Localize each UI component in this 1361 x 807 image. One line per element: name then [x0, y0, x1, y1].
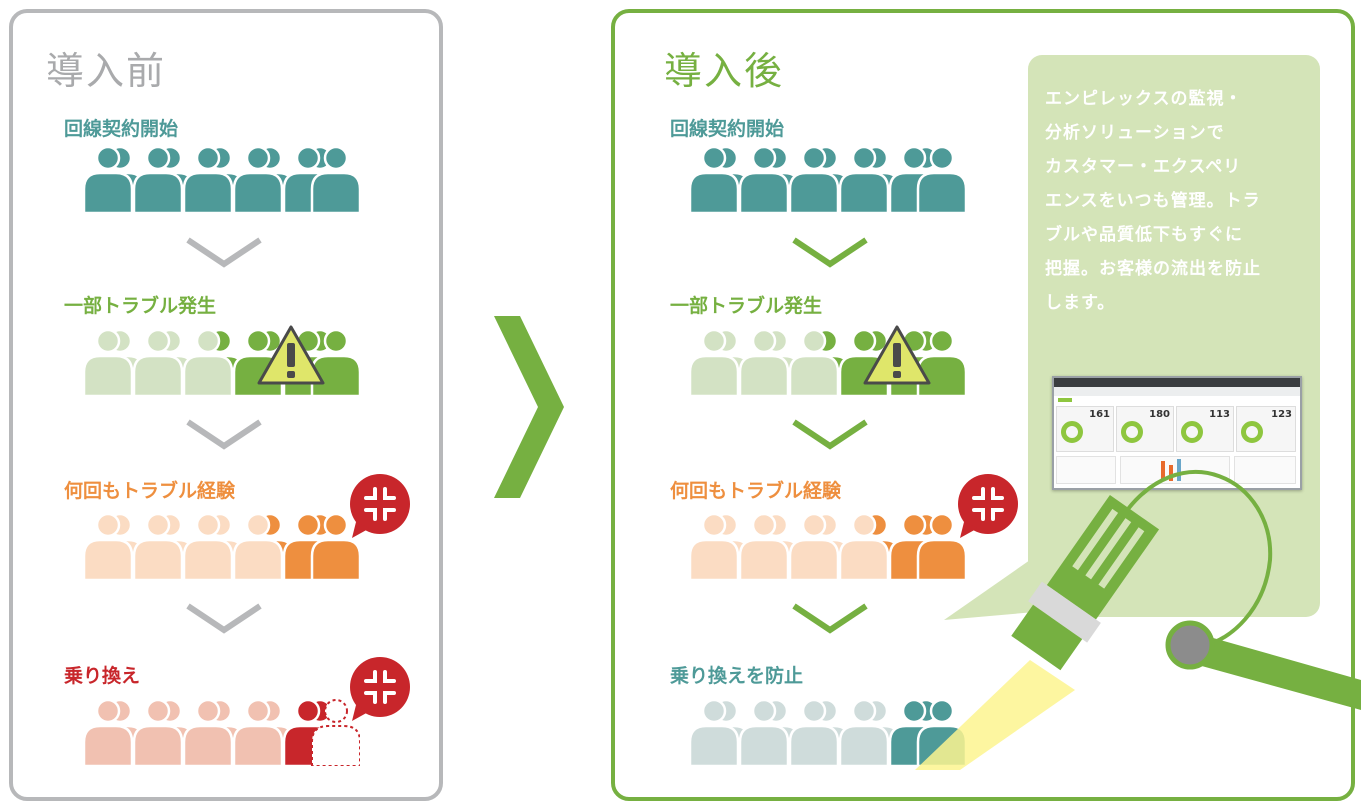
dashboard-card: 123 — [1236, 406, 1296, 452]
person-icon — [311, 699, 360, 766]
person-icon — [738, 698, 790, 766]
before-crowd-stage-1 — [84, 145, 360, 213]
callout-line: エンスをいつも管理。トラ — [1045, 191, 1261, 211]
before-anger-bubble-icon-1 — [350, 474, 410, 538]
person-icon — [84, 328, 134, 396]
callout-box — [1028, 55, 1320, 617]
after-stage-1-label: 回線契約開始 — [670, 118, 785, 140]
person-icon — [232, 698, 284, 766]
person-icon — [838, 698, 890, 766]
person-icon — [232, 145, 284, 213]
before-stage-1-label: 回線契約開始 — [64, 118, 179, 140]
after-panel — [611, 9, 1355, 801]
dashboard-toolbar — [1054, 387, 1300, 396]
callout-line: 分析ソリューションで — [1045, 123, 1225, 143]
person-icon — [182, 698, 234, 766]
before-stage-4-label: 乗り換え — [64, 665, 141, 687]
person-icon — [788, 512, 840, 580]
donut-icon — [1121, 421, 1143, 443]
after-chevron-down-icon-1 — [792, 237, 868, 268]
person-icon — [310, 145, 360, 213]
person-icon — [182, 145, 234, 213]
person-icon — [916, 512, 966, 580]
callout-line: エンピレックスの監視・ — [1045, 89, 1243, 109]
donut-icon — [1181, 421, 1203, 443]
before-heading: 導入前 — [46, 49, 167, 93]
person-icon — [788, 698, 840, 766]
callout-line: ブルや品質低下もすぐに — [1045, 225, 1243, 245]
after-chevron-down-icon-2 — [792, 419, 868, 450]
before-stage-2-label: 一部トラブル発生 — [64, 295, 217, 317]
dashboard-value: 113 — [1209, 409, 1230, 420]
donut-icon — [1241, 421, 1263, 443]
person-icon — [690, 698, 740, 766]
person-icon — [838, 512, 890, 580]
person-icon — [838, 145, 890, 213]
person-icon — [916, 328, 966, 396]
person-icon — [84, 512, 134, 580]
callout-tail — [944, 560, 1058, 620]
after-warning-icon — [863, 325, 931, 385]
person-icon — [132, 145, 184, 213]
after-anger-bubble-icon — [958, 474, 1018, 538]
person-icon — [310, 512, 360, 580]
after-heading: 導入後 — [664, 49, 785, 93]
person-icon — [84, 145, 134, 213]
before-chevron-down-icon-2 — [186, 419, 262, 450]
person-icon — [132, 328, 184, 396]
person-icon — [182, 328, 234, 396]
before-anger-bubble-icon-2 — [350, 657, 410, 721]
big-right-arrow-icon — [494, 316, 564, 498]
callout-line: 把握。お客様の流出を防止 — [1045, 259, 1261, 279]
after-stage-3-label: 何回もトラブル経験 — [670, 480, 842, 502]
dashboard-card: 180 — [1116, 406, 1174, 452]
callout-text: エンピレックスの監視・ 分析ソリューションで カスタマー・エクスペリ エンスをい… — [1045, 82, 1315, 320]
person-icon — [132, 512, 184, 580]
person-icon — [690, 145, 740, 213]
dashboard-value: 123 — [1271, 409, 1292, 420]
dashboard-titlebar — [1054, 378, 1300, 387]
person-icon — [132, 698, 184, 766]
dashboard-screenshot: 161 180 113 123 — [1052, 376, 1302, 490]
before-crowd-stage-4 — [84, 698, 360, 766]
after-chevron-down-icon-3 — [792, 603, 868, 634]
after-stage-2-label: 一部トラブル発生 — [670, 295, 823, 317]
after-crowd-stage-1 — [690, 145, 966, 213]
person-icon — [738, 328, 790, 396]
before-chevron-down-icon-1 — [186, 237, 262, 268]
person-icon — [182, 512, 234, 580]
donut-icon — [1061, 421, 1083, 443]
dashboard-table — [1056, 456, 1116, 484]
dashboard-card: 113 — [1176, 406, 1234, 452]
person-icon — [738, 145, 790, 213]
person-icon — [788, 145, 840, 213]
person-icon — [788, 328, 840, 396]
before-chevron-down-icon-3 — [186, 603, 262, 634]
callout-line: します。 — [1045, 293, 1116, 313]
person-icon — [738, 512, 790, 580]
person-icon — [916, 145, 966, 213]
person-icon — [232, 328, 284, 396]
before-stage-3-label: 何回もトラブル経験 — [64, 480, 236, 502]
before-warning-icon — [257, 325, 325, 385]
after-stage-4-label: 乗り換えを防止 — [670, 665, 804, 687]
person-icon — [690, 328, 740, 396]
person-icon — [232, 512, 284, 580]
person-icon — [84, 698, 134, 766]
dashboard-table — [1234, 456, 1296, 484]
dashboard-bar-chart — [1120, 456, 1230, 484]
dashboard-value: 161 — [1089, 409, 1110, 420]
after-crowd-stage-3 — [690, 512, 966, 580]
before-crowd-stage-3 — [84, 512, 360, 580]
before-panel — [9, 9, 443, 801]
dashboard-card: 161 — [1056, 406, 1114, 452]
after-crowd-stage-4 — [690, 698, 966, 766]
dashboard-value: 180 — [1149, 409, 1170, 420]
person-icon — [690, 512, 740, 580]
dashboard-tab — [1058, 398, 1072, 402]
callout-line: カスタマー・エクスペリ — [1045, 157, 1242, 177]
